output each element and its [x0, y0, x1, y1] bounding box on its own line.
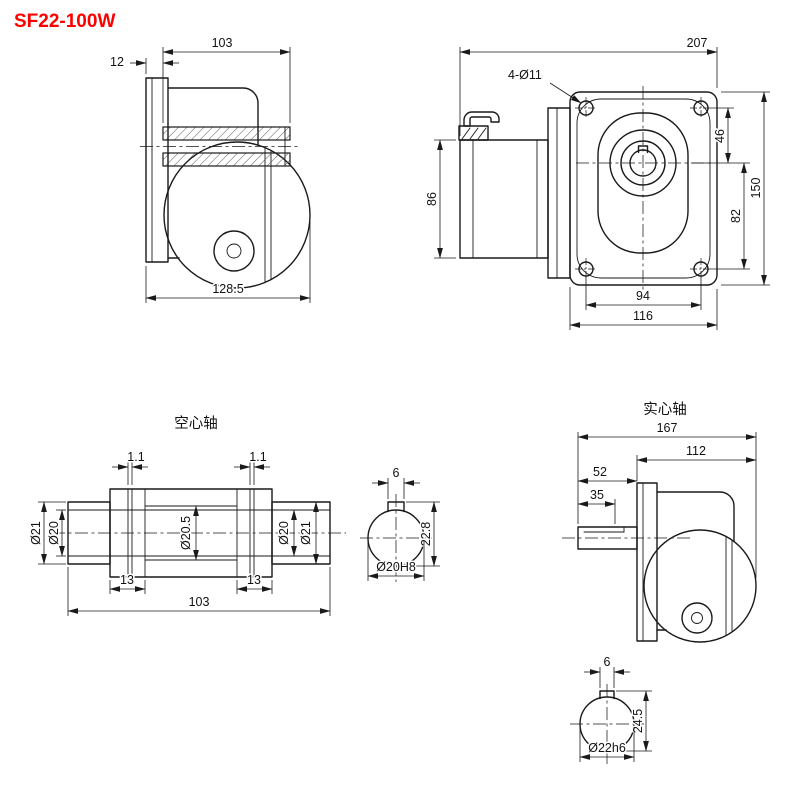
gearbox-outline-2: [656, 491, 735, 542]
solid-shaft-title: 实心轴: [643, 401, 687, 418]
bore-callout: Ø20H8: [376, 560, 416, 574]
dim-bore-key-width: 6: [393, 466, 400, 480]
dim-side-103: 103: [212, 36, 233, 50]
front-view: 207 4-Ø11 46 82 150 86 94 116: [424, 35, 770, 330]
dim-groove-right: 1.1: [249, 450, 266, 464]
shaft-keyway: [599, 690, 615, 700]
flange-plate-edge-2: [636, 482, 658, 642]
flange-hole-bottom-right: [690, 258, 712, 280]
holes-callout: 4-Ø11: [508, 68, 542, 82]
dim-front-86: 86: [425, 192, 439, 206]
flange-outline: [569, 91, 718, 286]
flange-hole-top-left: [575, 97, 597, 119]
dim-groove-left: 1.1: [127, 450, 144, 464]
hollow-shaft-view: 空心轴 1.1 1.1 Ø21 Ø20: [28, 415, 346, 616]
dia-outer-right: Ø21: [299, 521, 313, 545]
hollow-shaft-hub: [109, 488, 273, 578]
dim-front-150: 150: [749, 178, 763, 199]
hollow-shaft-title: 空心轴: [174, 415, 218, 432]
dim-front-207: 207: [687, 36, 708, 50]
dim-side-12: 12: [110, 55, 124, 69]
dim-front-82: 82: [729, 209, 743, 223]
cable-gland: [458, 125, 489, 141]
dim-front-116: 116: [633, 309, 653, 323]
solid-shaft-section-view: 6 24.5 Ø22h6: [570, 654, 652, 764]
solid-shaft-view: 实心轴 167 112 52 35: [562, 401, 757, 643]
hollow-shaft-section-top: [162, 126, 291, 141]
flange-hole-bottom-left: [575, 258, 597, 280]
gearbox-side: [547, 107, 571, 279]
dim-13-left: 13: [120, 573, 134, 587]
dia-bore-right: Ø20: [277, 521, 291, 545]
dia-outer-left: Ø21: [29, 521, 43, 545]
hollow-shaft-section-bottom: [162, 152, 291, 167]
dim-solid-52: 52: [593, 465, 607, 479]
flange-hole-top-right: [690, 97, 712, 119]
motor-end-circle: [163, 141, 311, 289]
hollow-bore-section-view: 6 22.8 Ø20H8: [360, 465, 440, 582]
cable-hook: [463, 111, 500, 127]
shaft-circle: [579, 696, 635, 752]
dim-bore-key-height: 22.8: [419, 522, 433, 546]
dim-solid-167: 167: [657, 421, 678, 435]
bore-keyway: [387, 501, 405, 513]
dia-bore-middle: Ø20.5: [179, 516, 193, 550]
dim-hollow-103: 103: [189, 595, 210, 609]
dim-solid-35: 35: [590, 488, 604, 502]
keyway-front: [637, 145, 649, 154]
dim-side-128-5: 128.5: [212, 282, 243, 296]
dim-shaft-key-height: 24.5: [631, 709, 645, 733]
flange-plate-edge: [145, 77, 169, 263]
bore-circle: [367, 509, 425, 567]
gearbox-outline: [167, 87, 259, 146]
motor-end-circle-2: [643, 529, 757, 643]
dim-front-94: 94: [636, 289, 650, 303]
drawing-title: SF22-100W: [14, 11, 115, 32]
dim-solid-112: 112: [686, 444, 706, 458]
dim-13-right: 13: [247, 573, 261, 587]
shaft-callout: Ø22h6: [588, 741, 626, 755]
dim-shaft-key-width: 6: [604, 655, 611, 669]
side-view: 12 103 128.5: [109, 35, 311, 303]
dim-front-46: 46: [713, 129, 727, 143]
dia-bore-left: Ø20: [47, 521, 61, 545]
